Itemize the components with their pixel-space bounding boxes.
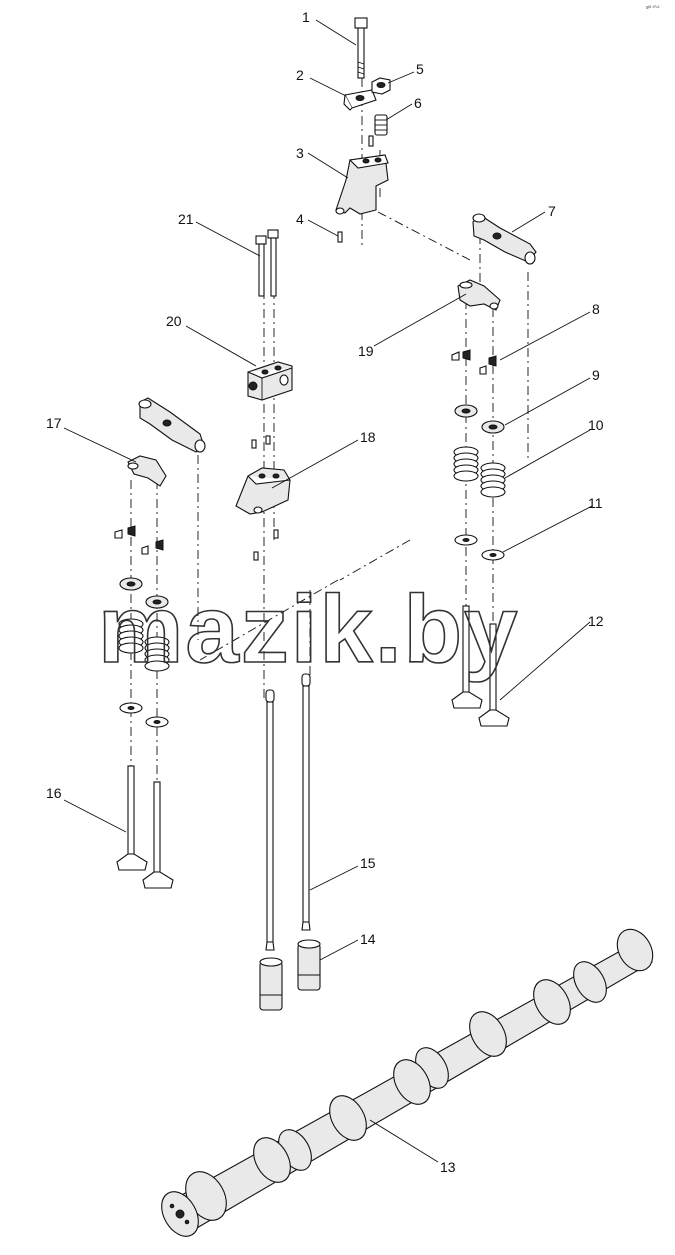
callout-17: 17 — [46, 415, 62, 431]
part-13-camshaft — [161, 928, 654, 1237]
callout-4: 4 — [296, 211, 304, 227]
callout-11: 11 — [588, 495, 603, 511]
callout-19: 19 — [358, 343, 374, 359]
callout-5: 5 — [416, 61, 424, 77]
callout-8: 8 — [592, 301, 600, 317]
part-9-spring-retainers-right — [454, 404, 505, 434]
part-20-pedestal-block — [247, 361, 293, 401]
callout-2: 2 — [296, 67, 304, 83]
watermark: mazik.by — [98, 576, 520, 683]
part-12-valves-right — [451, 605, 510, 727]
callout-14: 14 — [360, 931, 376, 947]
callout-7: 7 — [548, 203, 556, 219]
spring-seats-left — [119, 702, 169, 728]
corner-note: sᴹ ²⁰¹² — [646, 5, 660, 11]
valve-springs-left — [118, 618, 170, 672]
callout-21: 21 — [178, 211, 194, 227]
part-15-push-rods — [265, 673, 311, 951]
part-17-rocker-arm-left — [127, 397, 206, 487]
callout-15: 15 — [360, 855, 376, 871]
callout-6: 6 — [414, 95, 422, 111]
callout-12: 12 — [588, 613, 604, 629]
callout-13: 13 — [440, 1159, 456, 1175]
callout-1: 1 — [302, 9, 310, 25]
part-18-rocker-shaft-bracket — [235, 435, 291, 561]
part-1-bolt — [354, 17, 368, 79]
callout-labels: 1 2 3 4 5 6 7 8 9 10 11 12 13 14 15 16 1… — [46, 9, 604, 1175]
callout-18: 18 — [360, 429, 376, 445]
callout-3: 3 — [296, 145, 304, 161]
spring-retainers-left — [119, 577, 169, 609]
part-4-pin — [337, 231, 343, 243]
callout-20: 20 — [166, 313, 182, 329]
part-10-valve-springs-right — [453, 446, 506, 498]
callout-leaders — [63, 19, 593, 1163]
callout-9: 9 — [592, 367, 600, 383]
valve-keepers-left — [114, 525, 164, 555]
part-19-rocker-lever — [457, 279, 501, 311]
part-8-valve-keepers-right — [451, 349, 497, 375]
part-2-lock-plate — [343, 89, 377, 111]
callout-10: 10 — [588, 417, 604, 433]
part-11-spring-seats-right — [454, 534, 505, 561]
part-6-adjusting-screw — [368, 114, 388, 147]
part-14-tappets — [259, 939, 321, 1011]
part-21-long-bolts — [255, 229, 279, 297]
part-5-nut — [371, 77, 391, 95]
part-16-valves-left — [116, 765, 174, 889]
callout-16: 16 — [46, 785, 62, 801]
part-7-rocker-arm — [472, 213, 537, 265]
part-3-rocker-bracket — [335, 154, 389, 215]
